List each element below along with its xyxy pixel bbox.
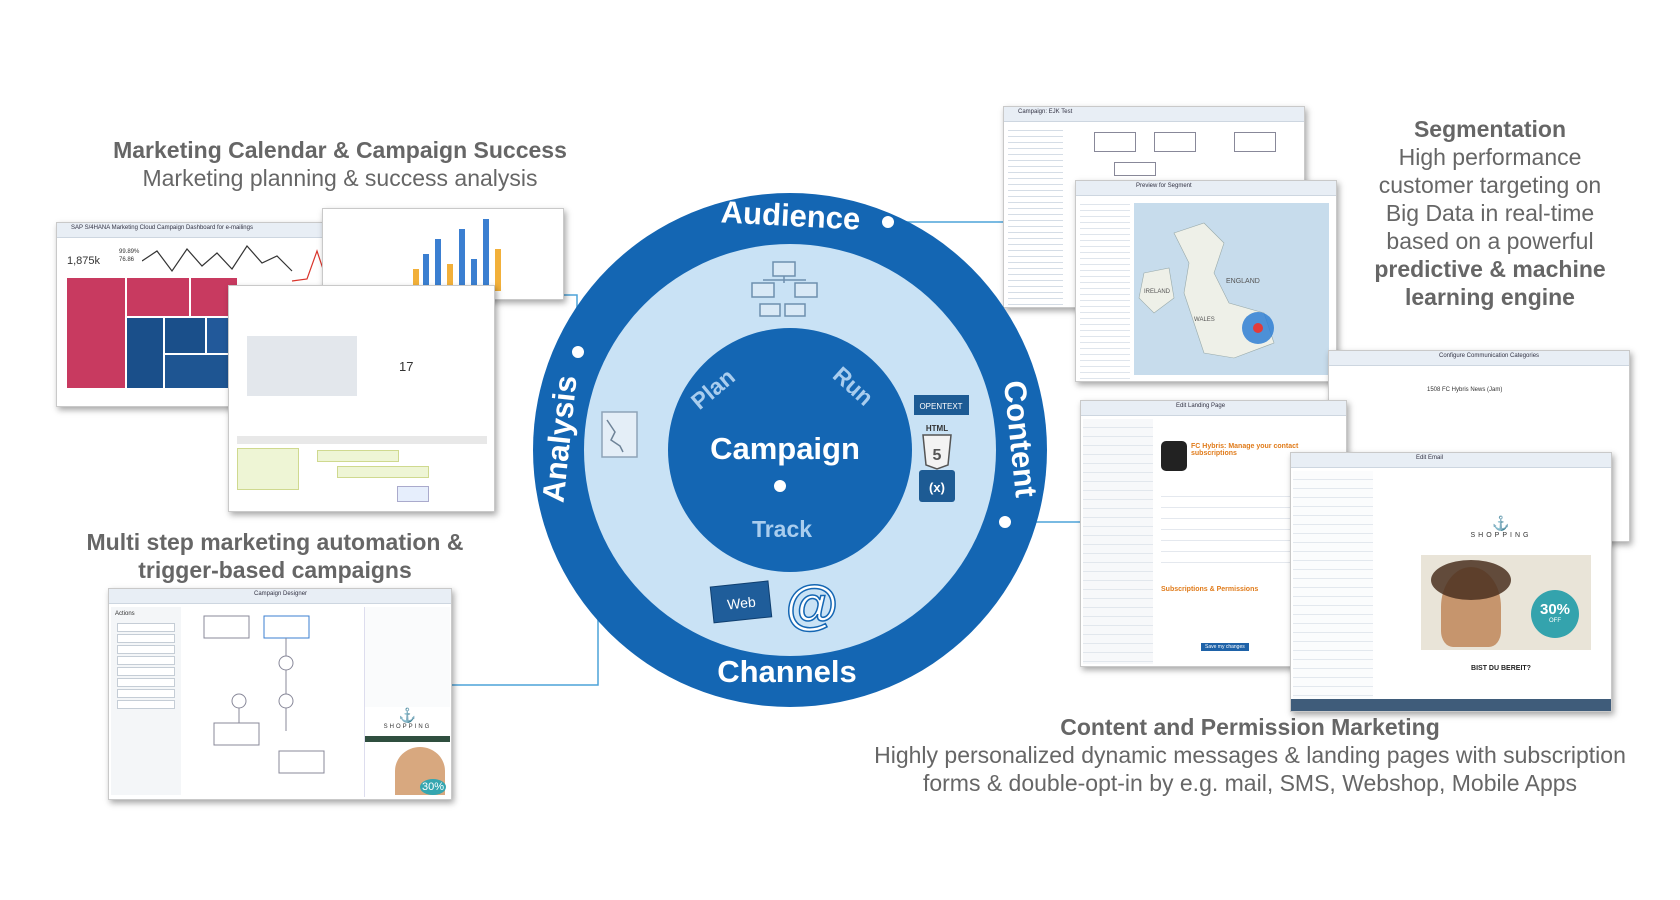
landing-title: Edit Landing Page bbox=[1176, 403, 1226, 409]
segmentation-preview: Preview for Segment ENGLAND WALES IRELAN… bbox=[1075, 180, 1337, 382]
dot-content bbox=[997, 514, 1013, 530]
email-body: ⚓ SHOPPING 30% OFF BIST DU BEREIT? bbox=[1411, 515, 1591, 695]
map-label-england: ENGLAND bbox=[1226, 278, 1260, 285]
script-icon: (x) bbox=[919, 470, 955, 502]
analysis-big-number: 17 bbox=[399, 359, 414, 374]
map-label-wales: WALES bbox=[1194, 317, 1215, 323]
email-promo-off: OFF bbox=[1549, 618, 1561, 624]
wheel-inner-circle bbox=[668, 328, 912, 572]
designer-promo: 30% bbox=[420, 779, 447, 795]
label-channels: Channels bbox=[717, 654, 857, 689]
segmentation-tree bbox=[1008, 125, 1063, 305]
content-caption: Content and Permission Marketing Highly … bbox=[850, 713, 1650, 797]
dot-audience bbox=[880, 214, 896, 230]
segmentation-line4: based on a powerful bbox=[1386, 228, 1594, 254]
email-screenshot: Edit Email ⚓ SHOPPING 30% OFF BIST DU BE… bbox=[1290, 452, 1612, 712]
landing-save-button[interactable]: Save my changes bbox=[1201, 643, 1249, 651]
dashboard-kpi3: 76.86 bbox=[119, 257, 135, 263]
designer-side-panel: ⚓ SHOPPING 30% bbox=[364, 607, 450, 797]
calendar-title: Marketing Calendar & Campaign Success bbox=[113, 137, 567, 163]
content-line2: forms & double-opt-in by e.g. mail, SMS,… bbox=[922, 770, 1578, 796]
analysis-calendar bbox=[237, 436, 487, 506]
label-campaign: Campaign bbox=[710, 431, 860, 466]
web-icon: Web bbox=[709, 580, 773, 624]
svg-text:5: 5 bbox=[933, 447, 942, 464]
designer-actions-label: Actions bbox=[115, 611, 135, 617]
calendar-subtitle: Marketing planning & success analysis bbox=[142, 165, 538, 191]
categories-title: Configure Communication Categories bbox=[1439, 353, 1540, 359]
automation-line1: Multi step marketing automation & bbox=[86, 529, 464, 555]
landing-heading: FC Hybris: Manage your contact subscript… bbox=[1191, 443, 1299, 457]
dashboard-kpi2: 99.89% bbox=[119, 249, 140, 255]
content-line1: Highly personalized dynamic messages & l… bbox=[874, 742, 1626, 768]
segmentation-flow bbox=[1094, 132, 1294, 182]
categories-titlebar: Configure Communication Categories bbox=[1329, 351, 1629, 366]
preview-title: Preview for Segment bbox=[1136, 183, 1192, 189]
svg-text:Web: Web bbox=[726, 594, 756, 613]
html5-icon: HTML 5 bbox=[922, 424, 952, 470]
email-titlebar: Edit Email bbox=[1291, 453, 1611, 468]
dot-track bbox=[772, 478, 788, 494]
preview-list bbox=[1080, 199, 1130, 379]
email-footer bbox=[1291, 699, 1611, 711]
automation-caption: Multi step marketing automation & trigge… bbox=[60, 528, 490, 584]
landing-titlebar: Edit Landing Page bbox=[1081, 401, 1346, 416]
designer-title: Campaign Designer bbox=[254, 591, 308, 597]
map-label-ireland: IRELAND bbox=[1144, 289, 1171, 295]
segmentation-line3: Big Data in real-time bbox=[1385, 200, 1595, 226]
designer-actions-panel: Actions bbox=[111, 607, 181, 795]
designer-email-preview: ⚓ SHOPPING 30% bbox=[365, 707, 450, 797]
anchor-icon: ⚓ bbox=[1492, 515, 1510, 531]
preview-map: ENGLAND WALES IRELAND bbox=[1134, 203, 1329, 375]
email-brand: SHOPPING bbox=[1470, 532, 1532, 539]
segmentation-bold2: learning engine bbox=[1405, 284, 1575, 310]
automation-line2: trigger-based campaigns bbox=[138, 557, 412, 583]
preview-titlebar: Preview for Segment bbox=[1076, 181, 1336, 196]
landing-sidebar bbox=[1083, 419, 1153, 664]
svg-text:(x): (x) bbox=[929, 480, 945, 495]
content-title: Content and Permission Marketing bbox=[1060, 714, 1440, 740]
dot-analysis bbox=[570, 344, 586, 360]
landing-section: Subscriptions & Permissions bbox=[1161, 586, 1259, 593]
segmentation-line1: High performance bbox=[1398, 144, 1582, 170]
email-title: Edit Email bbox=[1416, 455, 1444, 461]
calendar-caption: Marketing Calendar & Campaign Success Ma… bbox=[90, 136, 590, 192]
analysis-map bbox=[247, 336, 357, 396]
dashboard-kpi1: 1,875k bbox=[67, 255, 101, 267]
email-sidebar bbox=[1293, 471, 1373, 709]
svg-text:HTML: HTML bbox=[926, 424, 948, 433]
email-hero: 30% OFF bbox=[1421, 555, 1591, 650]
dashboard-titlebar: SAP S/4HANA Marketing Cloud Campaign Das… bbox=[57, 223, 402, 238]
segmentation-caption: Segmentation High performance customer t… bbox=[1340, 115, 1640, 311]
email-promo-badge: 30% OFF bbox=[1531, 590, 1579, 638]
designer-titlebar: Campaign Designer bbox=[109, 589, 451, 604]
uk-map: ENGLAND WALES IRELAND bbox=[1138, 222, 1275, 359]
dashboard-title: SAP S/4HANA Marketing Cloud Campaign Das… bbox=[71, 225, 253, 231]
label-track: Track bbox=[752, 516, 812, 542]
designer-flow bbox=[203, 615, 325, 774]
segmentation-bold1: predictive & machine bbox=[1374, 256, 1606, 282]
email-question: BIST DU BEREIT? bbox=[1471, 665, 1531, 672]
at-icon: @ bbox=[786, 575, 839, 635]
segmentation-line2: customer targeting on bbox=[1378, 172, 1602, 198]
line-chart-icon bbox=[601, 411, 638, 458]
designer-screenshot: Campaign Designer Actions ⚓ SHOPPING 30% bbox=[108, 588, 452, 800]
opentext-icon: OPENTEXT bbox=[914, 395, 969, 415]
email-promo: 30% bbox=[1539, 601, 1571, 618]
segmentation-title: Segmentation bbox=[1413, 116, 1567, 142]
landing-logo bbox=[1161, 441, 1187, 471]
categories-item: 1508 FC Hybris News (Jam) bbox=[1427, 387, 1503, 393]
svg-text:OPENTEXT: OPENTEXT bbox=[919, 402, 962, 411]
label-audience: Audience bbox=[720, 194, 861, 236]
designer-brand: SHOPPING bbox=[383, 724, 432, 730]
analysis-screenshot: 17 bbox=[228, 285, 495, 512]
segmentation-shot-title: Campaign: EJK Test bbox=[1018, 109, 1073, 115]
segmentation-titlebar: Campaign: EJK Test bbox=[1004, 107, 1304, 122]
bar-chart bbox=[413, 219, 501, 291]
org-chart-icon bbox=[751, 261, 818, 317]
bar-chart-screenshot bbox=[322, 208, 564, 300]
